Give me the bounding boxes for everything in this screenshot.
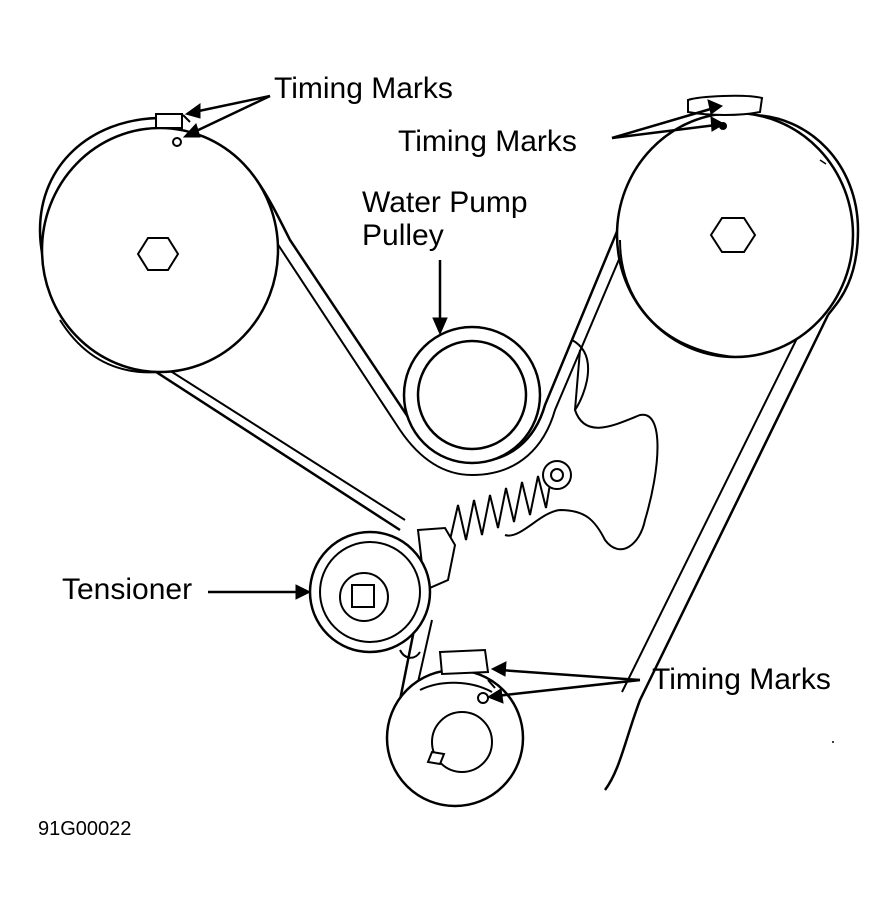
label-timing-marks-left-cam: Timing Marks: [274, 72, 453, 105]
figure-code: 91G00022: [38, 818, 132, 840]
label-water-pump-line1: Water Pump: [362, 186, 528, 219]
tensioner-pulley-icon: [308, 526, 457, 659]
crankshaft-sprocket-icon: [385, 648, 525, 808]
water-pump-pulley-icon: [402, 325, 542, 465]
label-tensioner: Tensioner: [62, 573, 193, 606]
tensioner-spring-icon: [449, 460, 572, 541]
right-camshaft-sprocket-icon: [615, 94, 855, 359]
label-timing-marks-crank: Timing Marks: [652, 663, 831, 696]
label-water-pump-line2: Pulley: [362, 219, 444, 252]
arrow-icon: [182, 94, 726, 704]
label-timing-marks-right-cam: Timing Marks: [398, 125, 577, 158]
left-camshaft-sprocket-icon: [40, 113, 280, 374]
